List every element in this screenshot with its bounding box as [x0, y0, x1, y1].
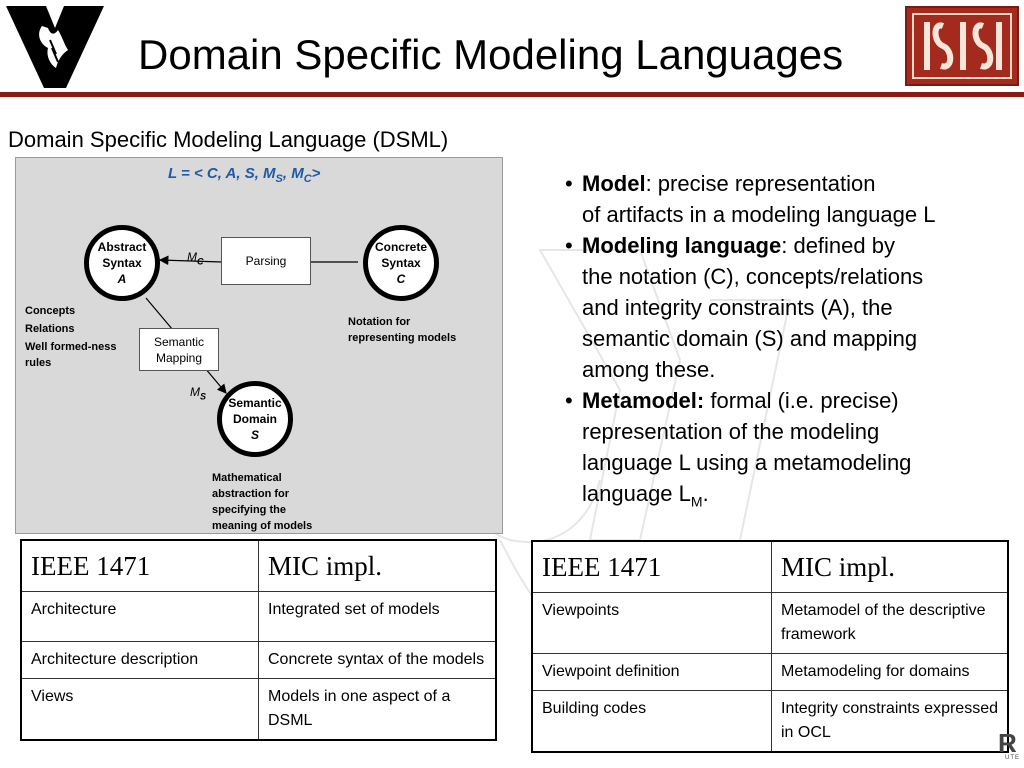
table-header-cell: IEEE 1471	[21, 540, 259, 592]
definition-bullets: •Model: precise representation of artifa…	[565, 168, 1015, 517]
table-header-row: IEEE 1471 MIC impl.	[532, 541, 1008, 593]
section-subtitle: Domain Specific Modeling Language (DSML)	[8, 127, 449, 152]
table-cell: Models in one aspect of a DSML	[258, 678, 496, 740]
table-row: Viewpoint definition Metamodeling for do…	[532, 653, 1008, 691]
semantic-domain-node: Semantic Domain S	[217, 381, 293, 457]
bullet-modeling-language: •Modeling language: defined by the notat…	[565, 233, 924, 382]
table-cell: Integrated set of models	[258, 591, 496, 642]
corner-logo-fragment-sub: UTE	[1005, 755, 1020, 761]
semantic-mapping-box: Semantic Mapping	[139, 328, 219, 371]
table-cell: Views	[21, 678, 259, 740]
table-cell: Viewpoints	[532, 592, 772, 654]
dsml-diagram: L = < C, A, S, MS, MC> Abstract Syntax A…	[15, 157, 503, 534]
table-cell: Concrete syntax of the models	[258, 641, 496, 679]
table-row: Building codes Integrity constraints exp…	[532, 690, 1008, 752]
language-formula: L = < C, A, S, MS, MC>	[168, 165, 321, 185]
table-cell: Building codes	[532, 690, 772, 752]
bullet-model: •Model: precise representation of artifa…	[565, 171, 936, 227]
table-cell: Metamodeling for domains	[771, 653, 1008, 691]
table-header-row: IEEE 1471 MIC impl.	[21, 540, 496, 592]
header-divider	[0, 92, 1024, 97]
vanderbilt-logo	[6, 6, 104, 88]
corner-logo-fragment: R	[998, 728, 1017, 758]
table-cell: Architecture description	[21, 641, 259, 679]
abstract-syntax-node: Abstract Syntax A	[84, 225, 160, 301]
concrete-syntax-node: Concrete Syntax C	[363, 225, 439, 301]
table-header-cell: MIC impl.	[258, 540, 496, 592]
table-cell: Architecture	[21, 591, 259, 642]
table-row: Views Models in one aspect of a DSML	[21, 678, 496, 740]
ieee-mapping-table-left: IEEE 1471 MIC impl. Architecture Integra…	[20, 539, 497, 741]
table-row: Viewpoints Metamodel of the descriptive …	[532, 592, 1008, 654]
semantic-domain-notes: Mathematical abstraction for specifying …	[212, 472, 313, 532]
table-cell: Integrity constraints expressed in OCL	[771, 690, 1008, 752]
isis-logo	[905, 6, 1019, 86]
mc-label: MC	[187, 250, 204, 267]
table-cell: Viewpoint definition	[532, 653, 772, 691]
table-header-cell: MIC impl.	[771, 541, 1008, 593]
page-title: Domain Specific Modeling Languages	[138, 31, 844, 78]
bullet-metamodel: •Metamodel: formal (i.e. precise) repres…	[565, 388, 912, 510]
table-cell: Metamodel of the descriptive framework	[771, 592, 1008, 654]
table-row: Architecture Integrated set of models	[21, 591, 496, 642]
abstract-syntax-notes: Concepts Relations Well formed-ness rule…	[25, 305, 117, 369]
table-row: Architecture description Concrete syntax…	[21, 641, 496, 679]
ieee-mapping-table-right: IEEE 1471 MIC impl. Viewpoints Metamodel…	[531, 540, 1009, 753]
table-header-cell: IEEE 1471	[532, 541, 772, 593]
parsing-box: Parsing	[221, 237, 311, 285]
ms-label: MS	[190, 385, 207, 402]
concrete-syntax-notes: Notation for representing models	[348, 316, 457, 344]
